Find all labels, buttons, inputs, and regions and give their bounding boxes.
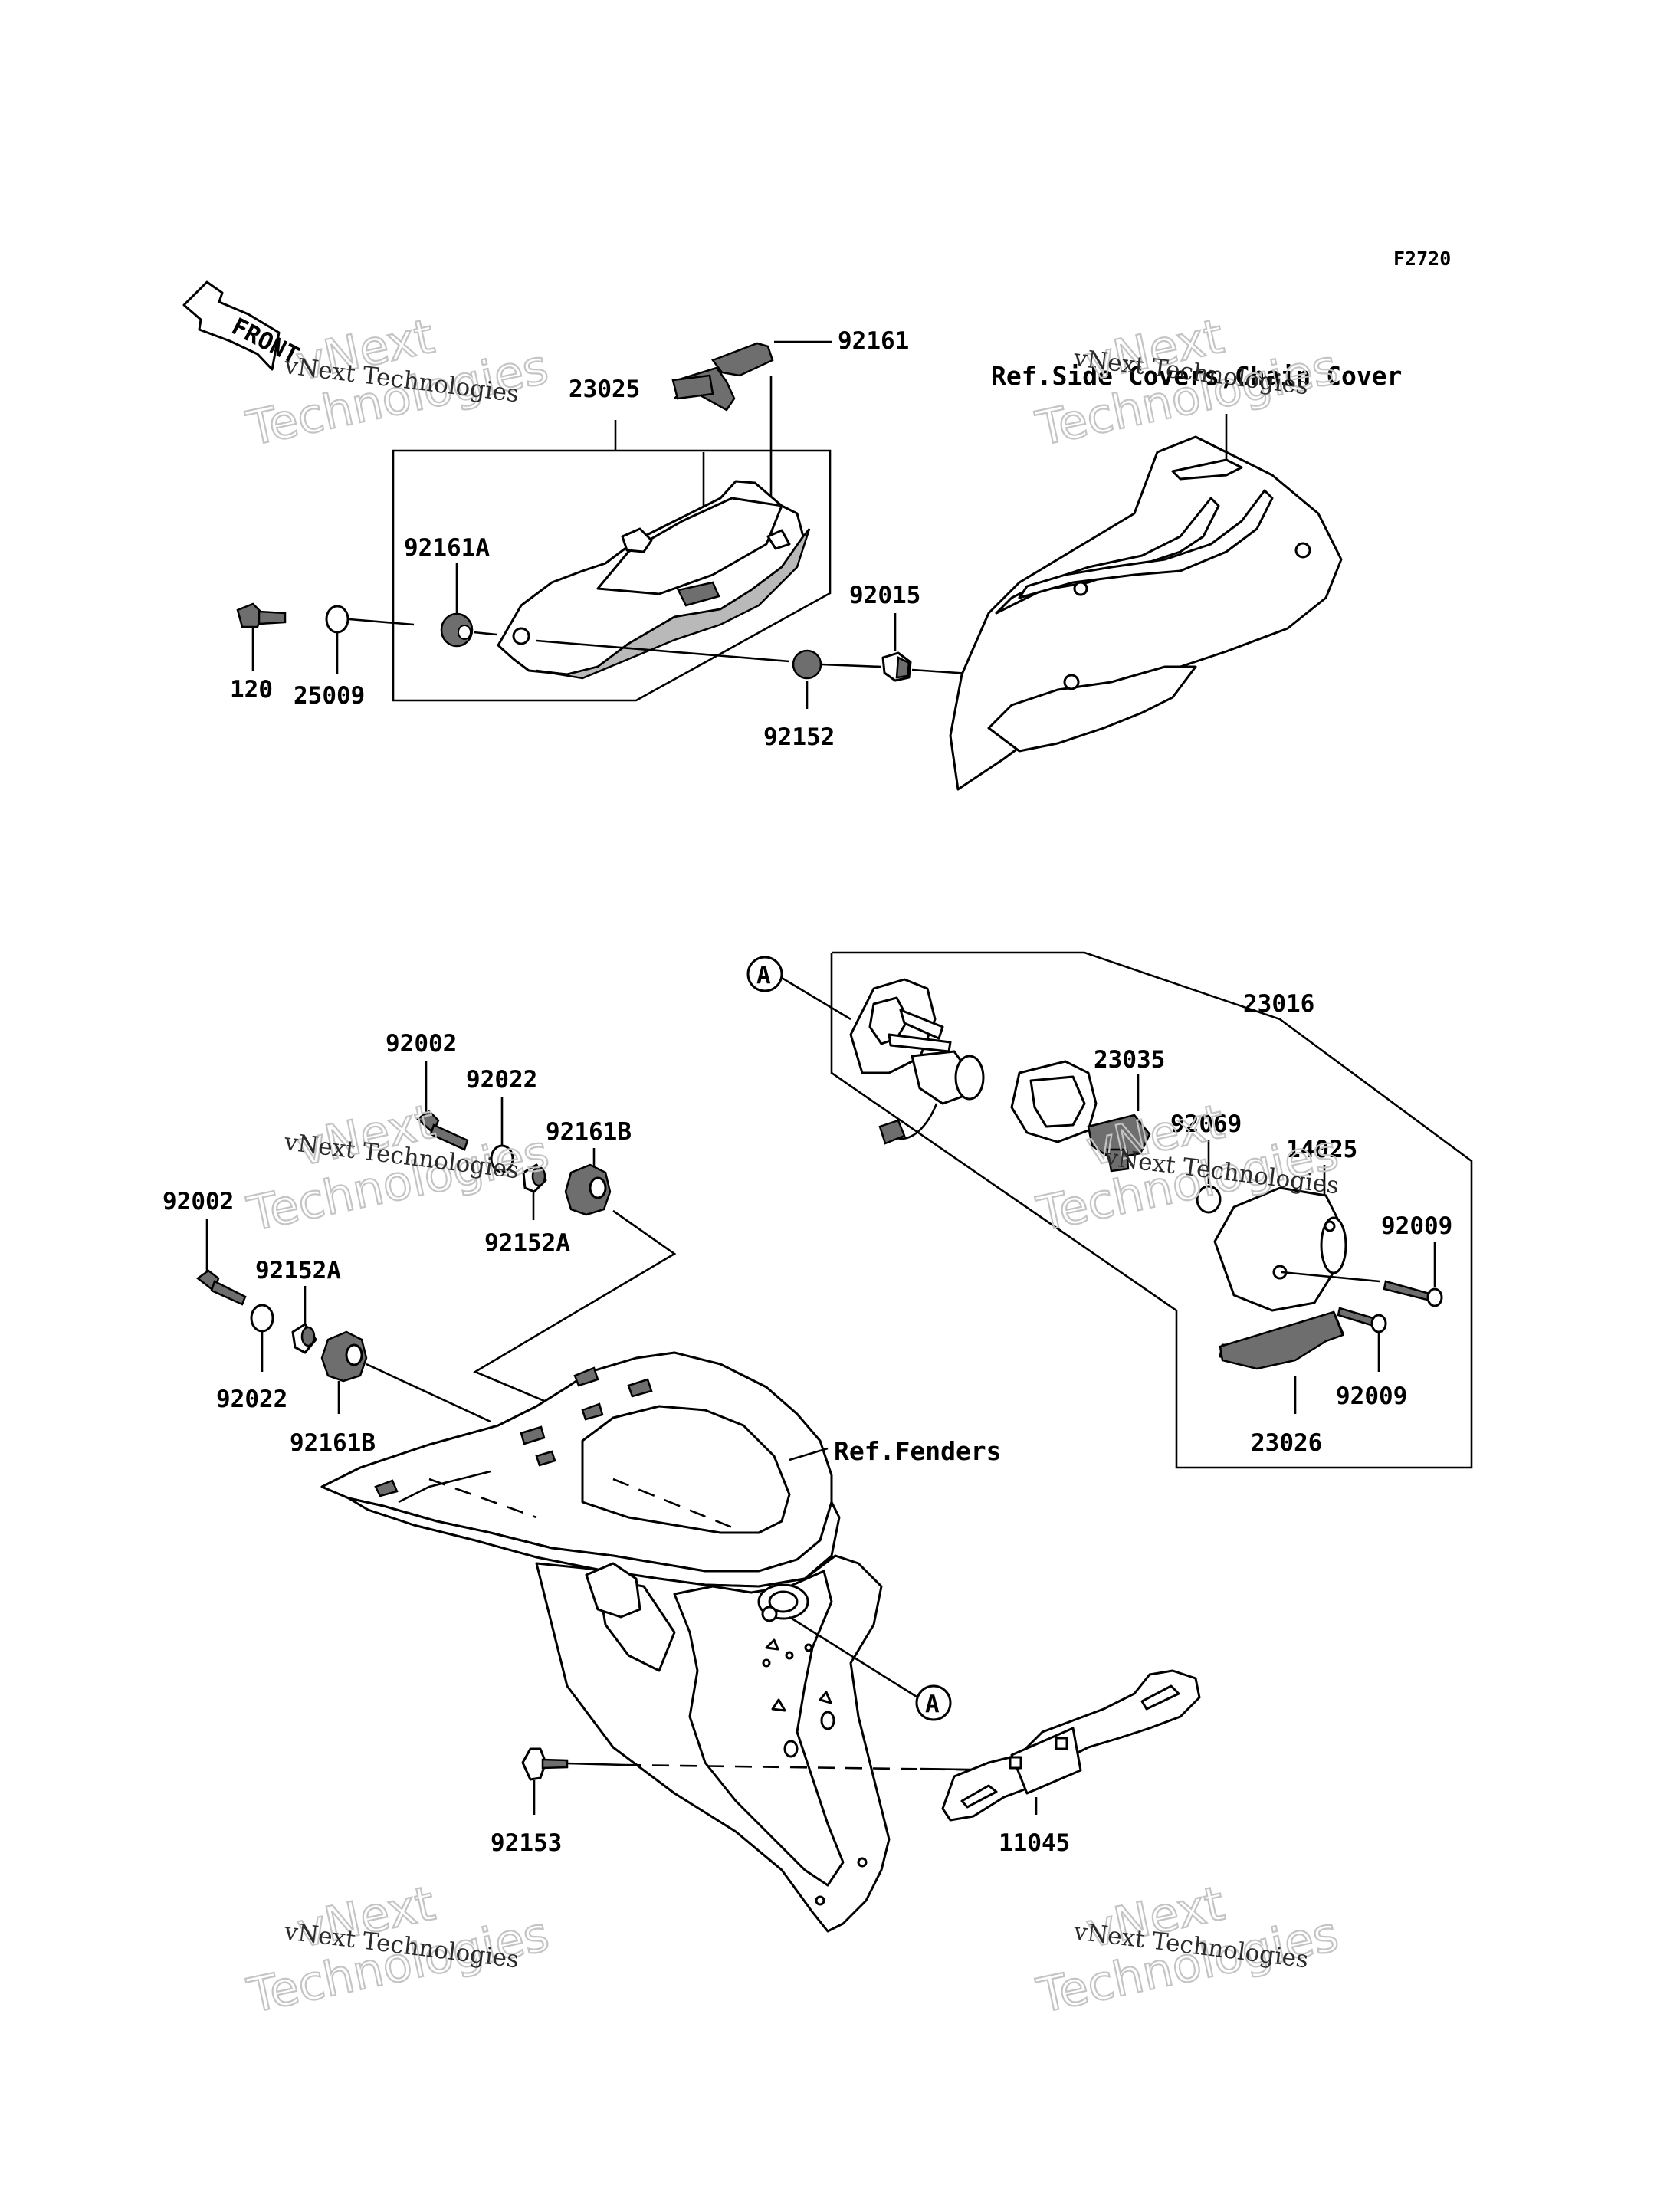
label-120: 120 [230, 676, 273, 704]
part-92161-clip [671, 340, 832, 412]
part-11045-bracket [941, 1669, 1201, 1822]
label-25009: 25009 [294, 682, 365, 710]
label-92152A-a: 92152A [484, 1229, 570, 1257]
label-92152A-b: 92152A [255, 1257, 341, 1284]
part-14025-cover [1213, 1186, 1347, 1312]
part-92002-screw-a [415, 1110, 469, 1151]
label-92161B-b: 92161B [290, 1429, 376, 1457]
label-11045: 11045 [999, 1829, 1070, 1857]
part-92161B-grommet-a [564, 1163, 612, 1216]
part-92153-bolt [521, 1747, 569, 1781]
ref-rear-fender [320, 1351, 891, 1933]
part-23016-lamp-base [849, 978, 952, 1074]
part-120-bolt [236, 602, 287, 628]
bracket-23016 [830, 951, 1473, 1469]
part-92161A-grommet [440, 612, 474, 648]
label-92069: 92069 [1170, 1110, 1242, 1138]
label-92009-b: 92009 [1336, 1383, 1407, 1410]
bracket-23025 [392, 449, 832, 702]
label-92161A: 92161A [404, 534, 490, 562]
label-92015: 92015 [849, 582, 920, 609]
part-92009-screw-a [1383, 1280, 1443, 1307]
ref-side-cover [949, 414, 1343, 791]
part-92152A-collar-a [522, 1163, 547, 1193]
part-92002-screw-b [195, 1269, 247, 1306]
label-92002-a: 92002 [386, 1030, 457, 1058]
label-92022-b: 92022 [216, 1386, 287, 1413]
label-92153: 92153 [491, 1829, 562, 1857]
label-92152: 92152 [763, 723, 835, 751]
label-92002-b: 92002 [162, 1188, 234, 1215]
ref-side-covers-label: Ref.Side Covers,Chain Cover [991, 361, 1402, 391]
ref-fenders-label: Ref.Fenders [834, 1436, 1002, 1466]
callout-a-bottom-letter: A [925, 1691, 940, 1718]
part-92161B-grommet-b [320, 1330, 368, 1383]
part-92069-collar [1196, 1185, 1222, 1214]
label-23025: 23025 [569, 376, 640, 403]
label-23035: 23035 [1094, 1046, 1165, 1074]
label-92161: 92161 [838, 327, 909, 355]
part-23026-lens [1219, 1310, 1344, 1370]
label-92161B-a: 92161B [546, 1118, 632, 1146]
label-92022-a: 92022 [466, 1066, 537, 1094]
label-92009-a: 92009 [1381, 1212, 1452, 1240]
figure-code: F2720 [1393, 248, 1451, 270]
callout-a-bottom [915, 1684, 952, 1721]
part-bulb [878, 1050, 985, 1145]
part-92152-collar [792, 649, 822, 680]
part-92152A-collar-b [291, 1323, 317, 1354]
label-14025: 14025 [1286, 1136, 1357, 1163]
callout-a-top-letter: A [756, 962, 771, 989]
part-23025-light-housing [497, 480, 811, 680]
part-92022-washer-b [250, 1304, 274, 1333]
label-23016: 23016 [1243, 990, 1314, 1018]
callout-a-top [746, 956, 783, 992]
part-92009-screw-b [1337, 1307, 1387, 1333]
part-92015-nut [881, 651, 912, 682]
bracket-fender-mount [473, 1209, 677, 1404]
part-23035-socket [1010, 1060, 1151, 1173]
part-25009-washer [325, 605, 349, 634]
label-23026: 23026 [1251, 1429, 1322, 1457]
